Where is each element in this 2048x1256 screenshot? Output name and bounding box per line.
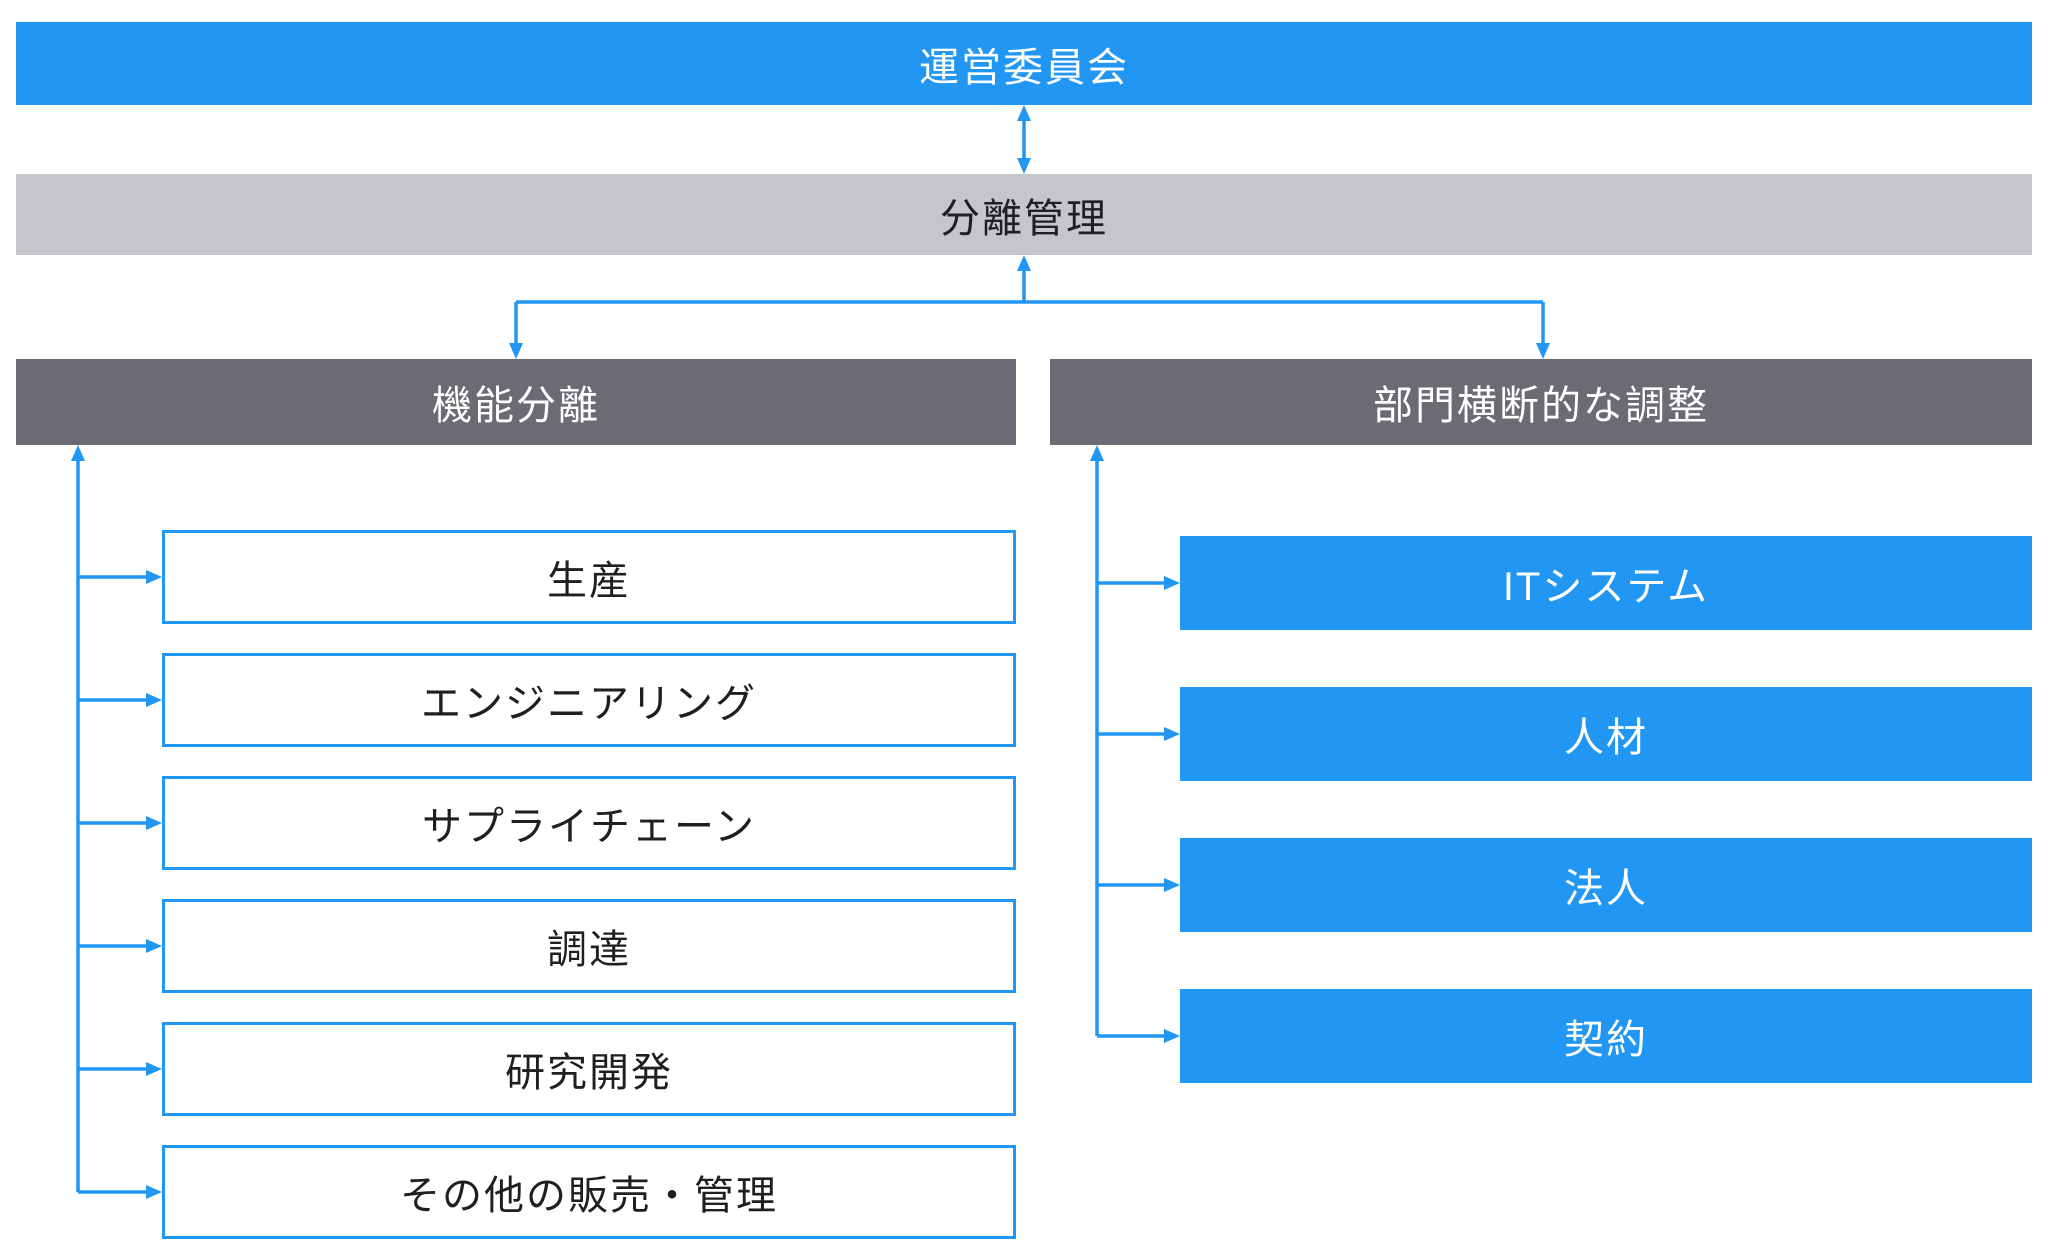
functional-item-label: 調達 bbox=[547, 928, 631, 972]
steering-committee-label: 運営委員会 bbox=[919, 45, 1129, 90]
functional-item-label: サプライチェーン bbox=[422, 805, 756, 849]
coordination-item-human-resources: 人材 bbox=[1180, 687, 2032, 781]
functional-item-label: エンジニアリング bbox=[421, 682, 757, 726]
functional-item-label: その他の販売・管理 bbox=[400, 1174, 778, 1218]
functional-item-production: 生産 bbox=[162, 530, 1016, 624]
functional-separation-header: 機能分離 bbox=[16, 359, 1016, 445]
coordination-item-label: 契約 bbox=[1564, 1018, 1648, 1062]
left-spine-functional bbox=[71, 445, 162, 1199]
functional-separation-label: 機能分離 bbox=[432, 384, 600, 428]
functional-item-engineering: エンジニアリング bbox=[162, 653, 1016, 747]
coordination-item-it-systems: ITシステム bbox=[1180, 536, 2032, 630]
functional-item-supply-chain: サプライチェーン bbox=[162, 776, 1016, 870]
coordination-item-legal-entity: 法人 bbox=[1180, 838, 2032, 932]
cross-coordination-label: 部門横断的な調整 bbox=[1373, 384, 1709, 428]
double-arrow-committee-management bbox=[1017, 105, 1031, 174]
functional-item-procurement: 調達 bbox=[162, 899, 1016, 993]
coordination-item-label: 人材 bbox=[1564, 716, 1648, 760]
cross-coordination-header: 部門横断的な調整 bbox=[1050, 359, 2032, 445]
fork-management-to-headers bbox=[509, 255, 1550, 359]
functional-item-rnd: 研究開発 bbox=[162, 1022, 1016, 1116]
separation-management-label: 分離管理 bbox=[940, 196, 1108, 241]
functional-item-other-sales-admin: その他の販売・管理 bbox=[162, 1145, 1016, 1239]
right-spine-coordination bbox=[1090, 445, 1180, 1043]
coordination-item-contracts: 契約 bbox=[1180, 989, 2032, 1083]
functional-item-label: 生産 bbox=[547, 559, 631, 603]
coordination-item-label: ITシステム bbox=[1502, 565, 1710, 609]
separation-management-bar: 分離管理 bbox=[16, 174, 2032, 255]
coordination-item-label: 法人 bbox=[1564, 867, 1648, 911]
functional-item-label: 研究開発 bbox=[505, 1051, 673, 1095]
steering-committee-bar: 運営委員会 bbox=[16, 22, 2032, 105]
